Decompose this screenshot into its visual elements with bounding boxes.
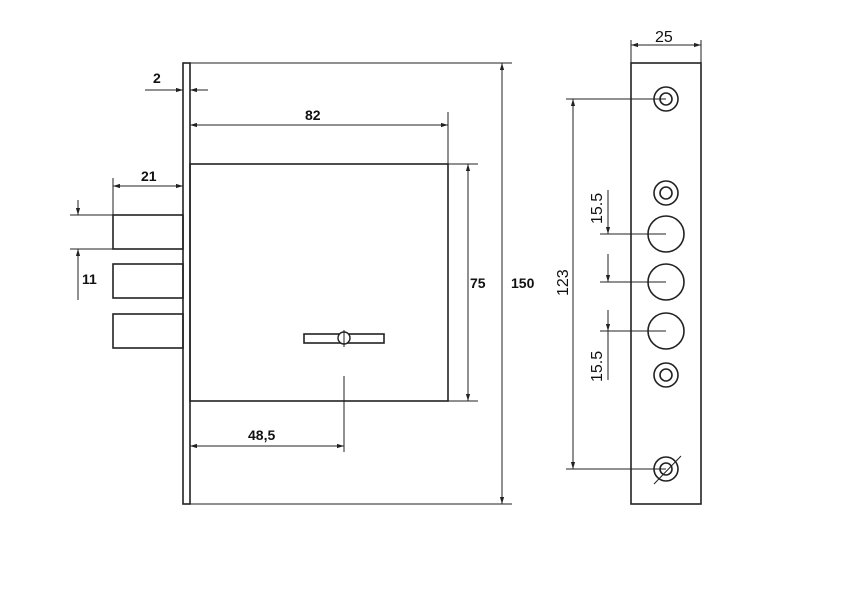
dim-screw-spacing: 123 bbox=[555, 269, 572, 296]
screw-hole-bottom bbox=[653, 455, 682, 485]
small-hole-upper bbox=[653, 180, 679, 206]
small-hole-lower bbox=[653, 362, 679, 388]
bolt-top bbox=[112, 214, 184, 250]
front-plate bbox=[182, 62, 191, 505]
bolt-bottom bbox=[112, 313, 184, 349]
dim-bolt-pitch-top: 15.5 bbox=[589, 193, 606, 224]
keyhole bbox=[303, 330, 385, 347]
dim-body-height: 75 bbox=[470, 275, 486, 291]
dim-faceplate-width: 25 bbox=[655, 29, 673, 46]
bolt-middle bbox=[112, 263, 184, 299]
side-view: 2 82 21 11 75 150 48,5 bbox=[70, 62, 535, 505]
dim-bolt-pitch-bottom: 15.5 bbox=[589, 351, 606, 382]
dim-key-offset: 48,5 bbox=[248, 427, 275, 443]
dim-plate-height: 150 bbox=[511, 275, 535, 291]
dim-bolt-length: 21 bbox=[141, 168, 157, 184]
front-view: 25 123 15.5 15.5 bbox=[555, 29, 702, 505]
dim-body-width: 82 bbox=[305, 107, 321, 123]
faceplate bbox=[630, 62, 702, 505]
dim-plate-thickness: 2 bbox=[153, 70, 161, 86]
dim-bolt-height: 11 bbox=[82, 271, 97, 287]
lock-body bbox=[189, 163, 449, 402]
